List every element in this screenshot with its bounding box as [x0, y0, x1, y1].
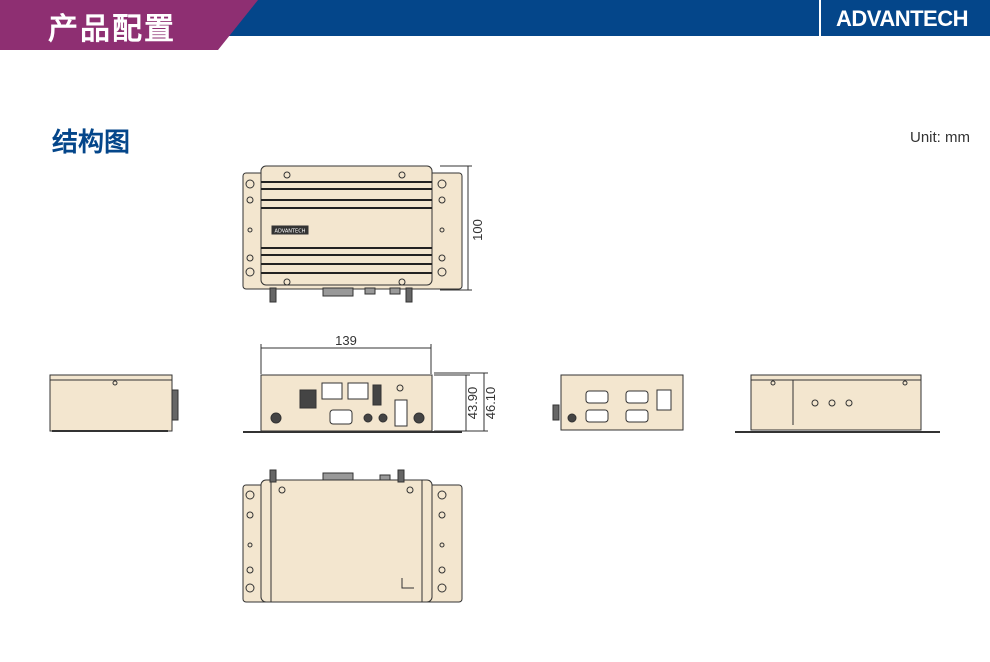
section-title: 结构图 — [52, 128, 131, 158]
brand-plate: ADVANTECH — [275, 229, 306, 235]
bottom-view — [242, 469, 463, 603]
right-side-view — [735, 374, 940, 433]
header-tab — [0, 0, 258, 50]
header-title: 产品配置 — [48, 12, 176, 47]
advantech-logo: ADVANTECH — [836, 6, 968, 31]
left-side-view — [49, 374, 179, 432]
dim-46-10: 46.10 — [483, 387, 498, 420]
unit-label: Unit: mm — [910, 129, 970, 146]
rear-view — [552, 374, 684, 431]
top-view: ADVANTECH 100 — [242, 165, 485, 303]
dim-139: 139 — [335, 333, 357, 348]
dim-43-90: 43.90 — [465, 387, 480, 420]
dim-100: 100 — [470, 219, 485, 241]
front-view: 139 43.90 46.10 — [243, 333, 498, 433]
header-divider — [819, 0, 821, 36]
